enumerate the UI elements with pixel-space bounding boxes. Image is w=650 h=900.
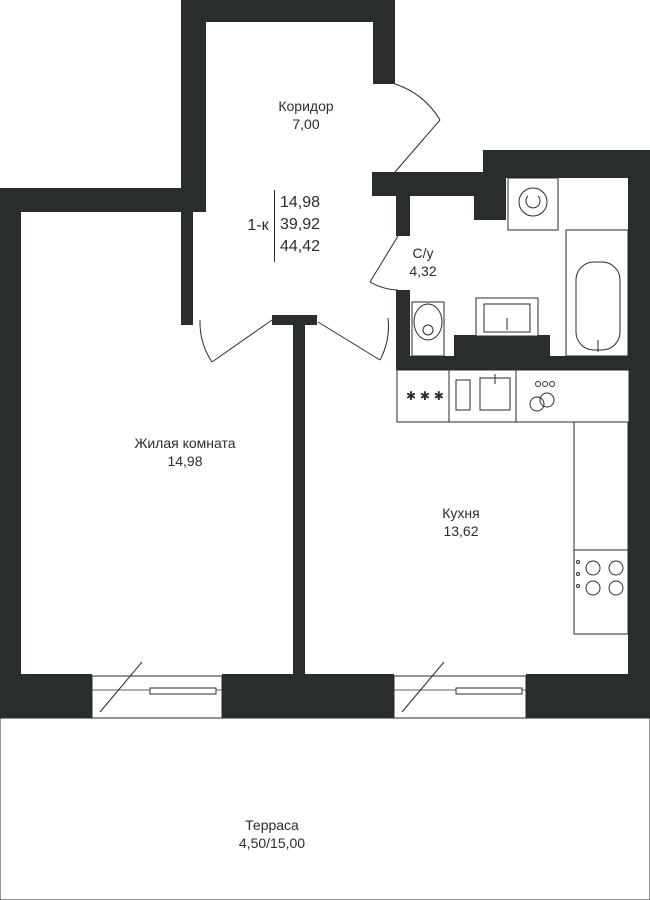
door-living — [199, 319, 273, 363]
wall-living-bottom-left — [0, 674, 92, 718]
summary-areas: 14,98 39,92 44,42 — [280, 192, 320, 258]
apartment-summary: 1-к 14,98 39,92 44,42 — [243, 190, 335, 262]
room-terrace-name: Терраса — [245, 817, 299, 833]
total-with-terrace-value: 44,42 — [280, 238, 321, 255]
room-corridor-name: Коридор — [278, 98, 334, 114]
wall-right — [628, 150, 650, 718]
kitchen-sink-icon — [455, 374, 511, 411]
room-corridor: Коридор 7,00 — [278, 97, 333, 133]
room-living: Жилая комната 14,98 — [134, 434, 235, 470]
window-living — [91, 661, 223, 719]
stove-icon — [576, 560, 624, 596]
wall-bath-sink-ledge — [454, 335, 550, 357]
room-kitchen: Кухня 13,62 — [442, 504, 479, 540]
wall-living-bottom-mid — [222, 674, 394, 718]
window-kitchen — [393, 661, 527, 719]
wall-corridor-left — [181, 0, 206, 212]
room-bathroom: С/у 4,32 — [409, 244, 436, 280]
wall-kitchen-bottom-right — [526, 674, 650, 718]
total-area-value: 39,92 — [280, 216, 321, 233]
living-area-value: 14,98 — [280, 194, 321, 211]
toilet — [411, 301, 445, 357]
door-kitchen — [317, 317, 389, 361]
cooktop-small-icon: ✱ ✱ ✱ — [406, 389, 444, 403]
door-bathroom — [369, 235, 399, 291]
room-kitchen-name: Кухня — [442, 505, 480, 521]
wall-partition-cap — [272, 315, 317, 325]
room-terrace: Терраса 4,50/15,00 — [239, 816, 305, 852]
wall-corridor-left-lower — [181, 212, 193, 325]
washing-machine — [507, 177, 559, 231]
wall-corridor-top — [181, 0, 395, 22]
svg-text:✱ ✱ ✱: ✱ ✱ ✱ — [406, 389, 444, 403]
room-corridor-area: 7,00 — [292, 116, 320, 132]
room-bathroom-area: 4,32 — [409, 263, 437, 279]
wall-bath-bottom — [396, 356, 630, 370]
wall-corridor-right-upper — [373, 0, 395, 84]
dishwasher-icon — [529, 381, 555, 412]
wall-bath-left — [396, 196, 410, 236]
room-bathroom-name: С/у — [412, 245, 434, 261]
wall-living-top — [0, 188, 193, 212]
room-living-area: 14,98 — [167, 453, 203, 469]
wall-bath-notch-block — [474, 178, 506, 220]
terrace-outline — [0, 717, 650, 900]
bathtub — [565, 229, 629, 357]
wall-partition-living-kitchen — [293, 317, 305, 678]
room-living-name: Жилая комната — [134, 435, 236, 451]
apartment-type: 1-к — [247, 217, 269, 234]
room-terrace-area: 4,50/15,00 — [238, 835, 306, 851]
bathroom-sink — [475, 297, 539, 337]
kitchen-counter — [396, 369, 630, 635]
wall-bath-left-lower — [396, 290, 410, 356]
summary-divider — [274, 190, 275, 262]
door-entrance — [394, 83, 441, 173]
room-kitchen-area: 13,62 — [443, 523, 479, 539]
wall-bath-top — [483, 150, 650, 178]
wall-living-left — [0, 188, 21, 718]
